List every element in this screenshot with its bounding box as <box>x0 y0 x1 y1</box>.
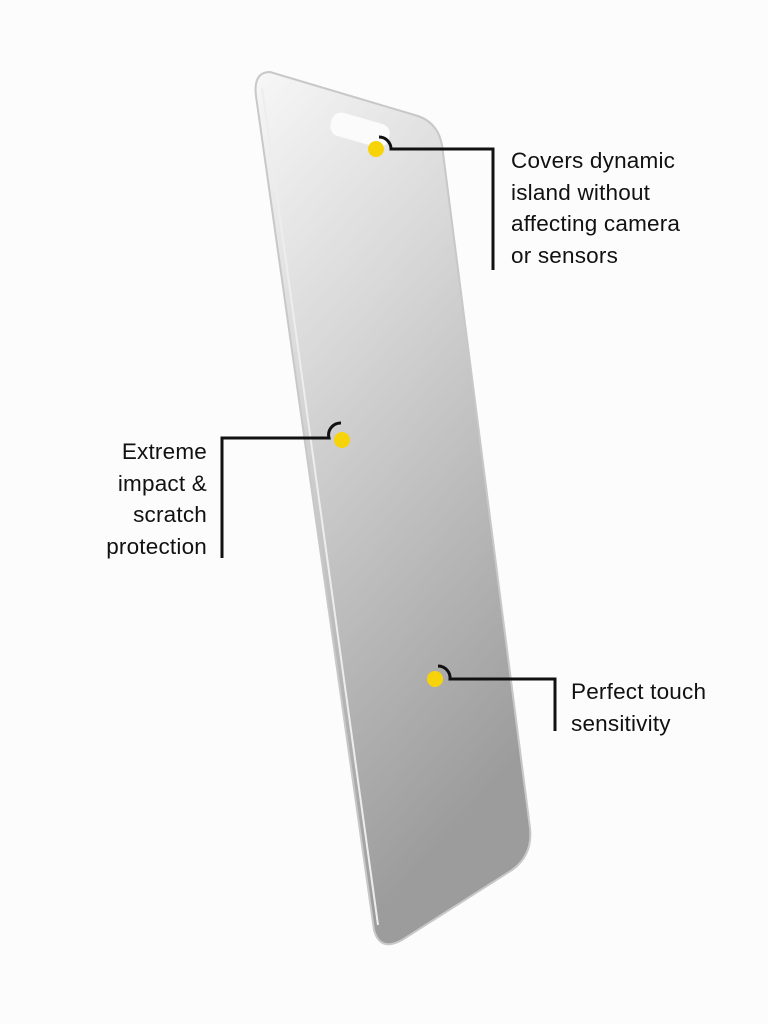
callout-line-text: or sensors <box>511 242 619 268</box>
marker-dot-2 <box>334 432 350 448</box>
callout-line-text: protection <box>106 533 207 559</box>
callout-line-text: affecting camera <box>511 211 681 236</box>
callout-line-text: sensitivity <box>571 710 671 736</box>
dynamic-island-cutout <box>330 112 390 148</box>
callout-dynamic-island: Covers dynamic island without affecting … <box>511 145 680 271</box>
marker-dot-3 <box>427 671 443 687</box>
callout-line-text: impact & <box>117 470 207 496</box>
callout-line-text: Covers dynamic <box>511 148 676 173</box>
callout-impact-protection: Extreme impact & scratch protection <box>106 436 207 562</box>
callout-line-text: island without <box>511 179 651 205</box>
glass-panel <box>254 70 532 946</box>
callout-line-text: Extreme <box>121 439 207 464</box>
marker-dot-1 <box>368 141 384 157</box>
callout-line-text: scratch <box>133 502 207 527</box>
callout-line-text: Perfect touch <box>571 679 707 704</box>
callout-line-3 <box>437 664 557 731</box>
callout-line-1 <box>378 135 495 270</box>
callout-touch-sensitivity: Perfect touch sensitivity <box>571 676 706 739</box>
glass-edge-highlight <box>261 87 379 926</box>
callout-line-2 <box>220 421 342 558</box>
